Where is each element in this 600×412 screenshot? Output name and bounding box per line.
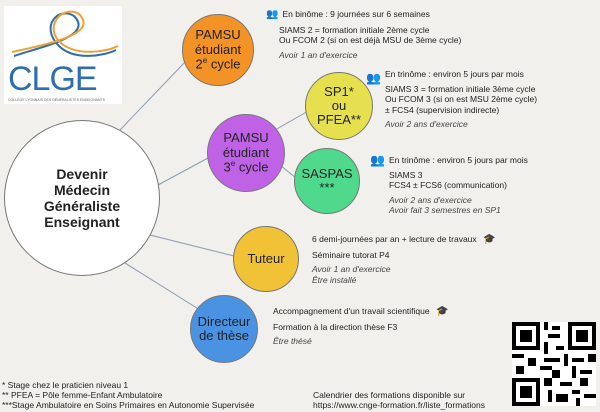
node-pamsu-3e-cycle: PAMSU étudiant 3e cycle: [207, 114, 285, 192]
node-label: PAMSU: [195, 27, 241, 43]
node-label: 2: [195, 56, 203, 72]
node-label: cycle: [235, 159, 269, 175]
node-label: étudiant: [222, 144, 270, 160]
info-head: En trinôme : environ 5 jours par mois: [388, 155, 528, 165]
logo-subtitle: COLLÈGE LYONNAIS DES GÉNÉRALISTES ENSEIG…: [8, 98, 105, 102]
footnote: ** PFEA = Pôle femme-Enfant Ambulatoire: [2, 390, 163, 400]
node-label: 3e cycle: [223, 158, 269, 175]
info-line: Ou FCOM 2 (si on est déjà MSU de 3ème cy…: [279, 35, 462, 45]
logo-text: CLGE: [8, 60, 98, 98]
info-requirement: Être installé: [312, 274, 357, 285]
node-label: étudiant: [194, 41, 242, 57]
info-line: Formation à la direction thèse F3: [273, 321, 398, 332]
node-label: PAMSU: [223, 130, 269, 146]
qr-code[interactable]: [512, 322, 596, 406]
node-label: SASPAS: [301, 165, 353, 181]
calendar-note: Calendrier des formations disponible sur…: [313, 390, 485, 410]
center-line: Devenir: [56, 166, 108, 182]
node-directeur-these: Directeur de thèse: [190, 295, 258, 363]
info-line: SIAMS 3 = formation initiale 3ème cycle: [384, 83, 536, 94]
info-line: SIAMS 3: [388, 169, 423, 180]
info-line: FCS4 ± FCS6 (communication): [388, 180, 507, 190]
info-head: En trinôme : environ 5 jours par mois: [384, 69, 524, 79]
group-icon: 👥: [366, 71, 381, 85]
node-label: ***: [319, 180, 335, 195]
node-label: cycle: [207, 56, 241, 72]
node-label: 3: [223, 159, 231, 175]
node-label: Directeur: [197, 313, 251, 329]
footnote: * Stage chez le praticien niveau 1: [2, 380, 129, 390]
info-directeur: Accompagnement d'un travail scientifique…: [273, 306, 452, 347]
info-line: Ou FCOM 3 (si on est MSU 2ème cycle): [384, 94, 538, 104]
graduation-cap-icon: 🎓: [435, 306, 449, 317]
node-label-sup: e: [202, 55, 208, 65]
group-icon: 👥: [370, 153, 385, 167]
node-sp1-pfea: SP1* ou PFEA**: [305, 72, 373, 140]
footnote: ***Stage Ambulatoire en Soins Primaires …: [2, 400, 255, 410]
info-pamsu-2e: 👥En binôme : 9 journées sur 6 semaines S…: [266, 9, 461, 60]
node-label: 2e cycle: [195, 55, 241, 72]
info-saspas: 👥 En trinôme : environ 5 jours par mois …: [370, 153, 528, 216]
center-node: Devenir Médecin Généraliste Enseignant: [4, 120, 160, 276]
node-label-sup: e: [230, 158, 236, 168]
graduation-cap-icon: 🎓: [483, 234, 496, 245]
node-tuteur: Tuteur: [233, 226, 299, 292]
info-requirement: Être thésé: [273, 336, 312, 346]
info-requirement: Avoir fait 3 semestres en SP1: [388, 205, 501, 215]
group-icon: 👥: [266, 9, 279, 20]
clge-logo: CLGE COLLÈGE LYONNAIS DES GÉNÉRALISTES E…: [4, 6, 122, 104]
logo-ribbon-icon: [11, 10, 119, 57]
node-saspas: SASPAS ***: [294, 148, 360, 214]
node-label: PFEA**: [316, 112, 362, 128]
info-tuteur: 6 demi-journées par an + lecture de trav…: [312, 234, 500, 285]
center-line: Généraliste: [43, 198, 121, 214]
node-label: Tuteur: [247, 250, 285, 266]
info-head: 6 demi-journées par an + lecture de trav…: [312, 234, 477, 244]
node-pamsu-2e-cycle: PAMSU étudiant 2e cycle: [182, 14, 254, 86]
info-head: Accompagnement d'un travail scientifique: [273, 306, 430, 316]
footnotes: * Stage chez le praticien niveau 1 ** PF…: [2, 380, 254, 410]
info-requirement: Avoir 2 ans d'exercice: [388, 194, 472, 205]
center-line: Médecin: [53, 182, 110, 198]
info-requirement: Avoir 1 an d'exercice: [279, 49, 358, 60]
info-sp1: 👥 En trinôme : environ 5 jours par mois …: [366, 69, 537, 130]
calendar-text: Calendrier des formations disponible sur: [313, 390, 466, 400]
info-line: Séminaire tutorat P4: [312, 249, 390, 260]
info-requirement: Avoir 1 an d'exercice: [312, 264, 391, 274]
node-label: de thèse: [199, 328, 249, 343]
info-line: SIAMS 2 = formation initiale 2ème cycle: [279, 24, 430, 35]
info-head: En binôme : 9 journées sur 6 semaines: [282, 9, 430, 19]
node-label: ou: [331, 97, 347, 113]
center-line: Enseignant: [44, 214, 120, 230]
info-line: ± FCS4 (supervision indirecte): [384, 104, 500, 115]
info-requirement: Avoir 2 ans d'exercice: [384, 119, 468, 129]
calendar-link[interactable]: https://www.cnge-formation.fr/liste_form…: [313, 400, 485, 410]
node-label: SP1*: [324, 83, 354, 99]
